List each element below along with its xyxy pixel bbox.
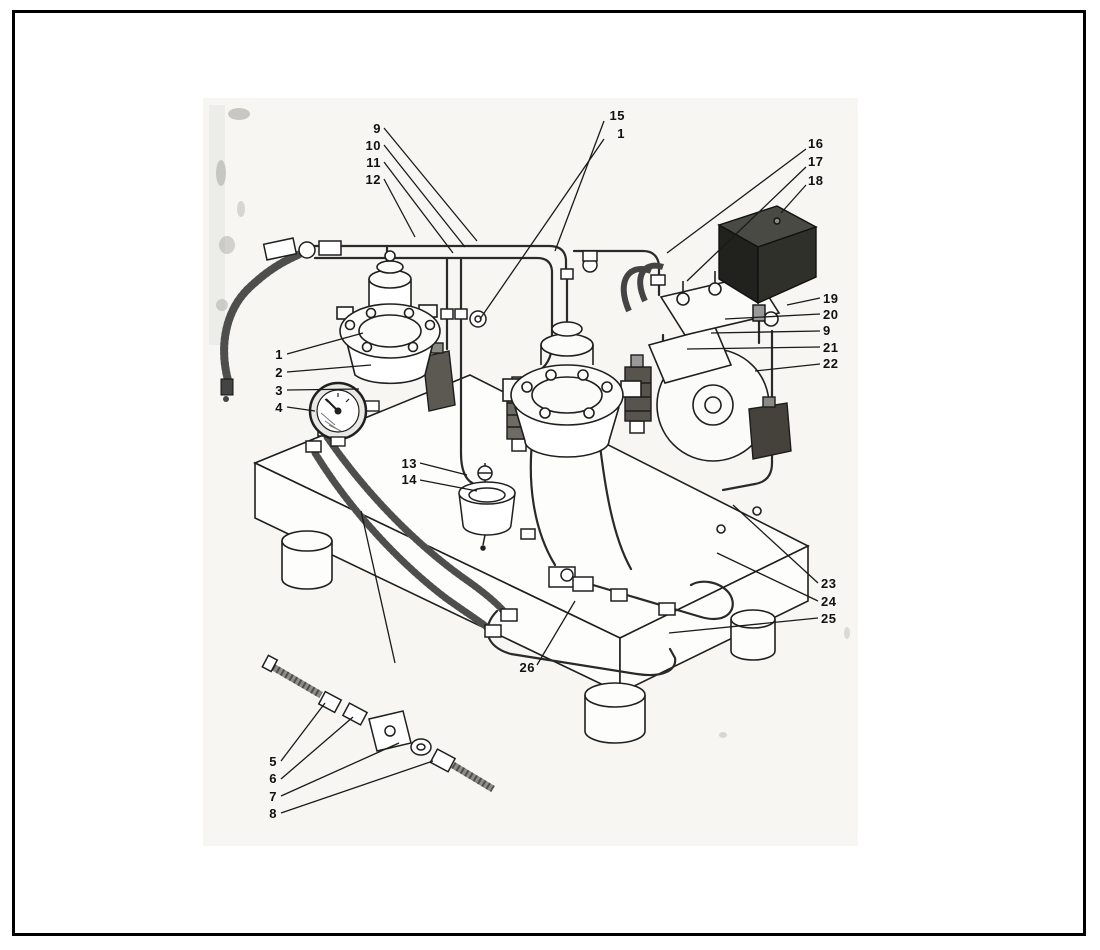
braided-hoses xyxy=(220,250,510,636)
pressure-gauge xyxy=(308,381,380,447)
callout-23: 23 xyxy=(821,576,837,591)
callout-18: 18 xyxy=(808,173,824,188)
callout-8: 8 xyxy=(269,806,277,821)
callout-22: 22 xyxy=(823,356,839,371)
bottom-fitting-detail xyxy=(261,654,495,793)
callout-3: 3 xyxy=(275,383,283,398)
callout-5: 5 xyxy=(269,754,277,769)
callout-1-top: 1 xyxy=(617,126,625,141)
technical-diagram: 9 10 11 12 15 1 16 17 18 19 20 9 21 22 1… xyxy=(15,13,1083,933)
pipe-fittings xyxy=(262,237,676,638)
callout-13: 13 xyxy=(401,456,417,471)
callout-4: 4 xyxy=(275,400,283,415)
callout-16: 16 xyxy=(808,136,824,151)
page-border: 9 10 11 12 15 1 16 17 18 19 20 9 21 22 1… xyxy=(12,10,1086,936)
callout-15: 15 xyxy=(609,108,625,123)
callout-1-left: 1 xyxy=(275,347,283,362)
callout-26: 26 xyxy=(519,660,535,675)
leader-lines xyxy=(280,120,821,814)
callout-11: 11 xyxy=(366,155,381,170)
callout-17: 17 xyxy=(808,154,824,169)
valve-cup xyxy=(458,463,536,551)
callout-6: 6 xyxy=(269,771,277,786)
right-group-head xyxy=(502,321,642,458)
callout-9-right: 9 xyxy=(823,323,831,338)
callout-7: 7 xyxy=(269,789,277,804)
callout-2: 2 xyxy=(275,365,283,380)
callout-21: 21 xyxy=(823,340,839,355)
callout-9-top: 9 xyxy=(373,121,381,136)
machine-illustration xyxy=(203,98,858,846)
callout-19: 19 xyxy=(823,291,839,306)
callout-10: 10 xyxy=(365,138,381,153)
callout-14: 14 xyxy=(401,472,417,487)
left-group-head xyxy=(336,250,441,385)
callout-25: 25 xyxy=(821,611,837,626)
callout-24: 24 xyxy=(821,594,837,609)
callout-20: 20 xyxy=(823,307,839,322)
callout-12: 12 xyxy=(365,172,381,187)
